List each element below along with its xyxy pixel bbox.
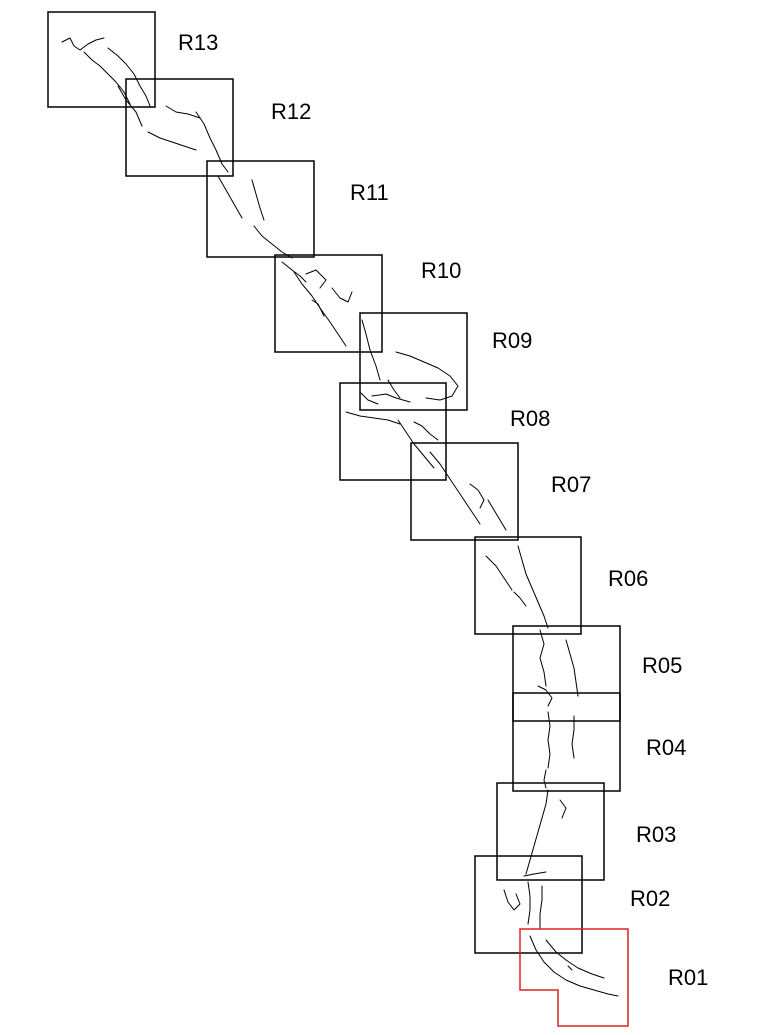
region-label-r13: R13 bbox=[178, 30, 218, 55]
crack-trace bbox=[517, 545, 549, 629]
region-label-r06: R06 bbox=[608, 566, 648, 591]
region-box-r10[interactable] bbox=[274, 254, 383, 353]
region-box-r03[interactable] bbox=[496, 782, 605, 881]
crack-trace bbox=[83, 51, 131, 105]
crack-trace bbox=[503, 889, 521, 911]
crack-trace bbox=[195, 111, 229, 173]
region-box-r12[interactable] bbox=[125, 78, 234, 177]
crack-trace bbox=[397, 419, 435, 469]
crack-trace bbox=[217, 175, 243, 219]
crack-trace bbox=[429, 451, 481, 525]
crack-trace bbox=[539, 885, 543, 929]
region-label-r10: R10 bbox=[421, 258, 461, 283]
crack-trace bbox=[387, 379, 401, 399]
region-label-r12: R12 bbox=[271, 99, 311, 124]
region-label-r08: R08 bbox=[510, 406, 550, 431]
crack-traces bbox=[61, 37, 619, 997]
crack-trace bbox=[147, 131, 197, 151]
region-box-r05[interactable] bbox=[512, 625, 621, 722]
region-box-r08[interactable] bbox=[339, 382, 447, 481]
region-boxes bbox=[47, 11, 629, 1027]
crack-trace bbox=[571, 715, 575, 759]
crack-trace bbox=[117, 85, 143, 127]
region-label-r11: R11 bbox=[350, 180, 389, 205]
crack-trace bbox=[395, 351, 459, 401]
crack-trace bbox=[513, 591, 527, 607]
crack-trace bbox=[413, 421, 439, 441]
region-box-r06[interactable] bbox=[474, 536, 582, 635]
region-box-r11[interactable] bbox=[206, 160, 315, 258]
crack-trace bbox=[527, 881, 531, 925]
crack-trace bbox=[487, 499, 507, 531]
crack-trace bbox=[107, 47, 151, 107]
crack-trace bbox=[567, 965, 573, 971]
region-box-r04[interactable] bbox=[512, 692, 621, 792]
crack-trace bbox=[311, 299, 325, 317]
region-box-r07[interactable] bbox=[410, 442, 519, 541]
region-box-r02[interactable] bbox=[474, 855, 583, 954]
crack-trace bbox=[165, 105, 201, 119]
crack-trace bbox=[523, 871, 547, 877]
crack-trace bbox=[253, 225, 293, 259]
crack-trace bbox=[543, 769, 547, 789]
region-label-r05: R05 bbox=[642, 653, 682, 678]
crack-trace bbox=[251, 179, 265, 221]
crack-trace bbox=[565, 639, 579, 697]
crack-trace bbox=[539, 629, 547, 687]
crack-trace bbox=[371, 393, 411, 403]
region-labels: R13 R12 R11 R10 R09 R08 R07 R06 R05 R04 … bbox=[178, 30, 708, 990]
crack-trace bbox=[469, 483, 485, 509]
crack-trace bbox=[525, 789, 549, 875]
crack-trace bbox=[345, 411, 401, 425]
crack-trace bbox=[547, 711, 551, 769]
crack-trace bbox=[485, 555, 513, 591]
region-box-r09[interactable] bbox=[359, 312, 468, 411]
crack-trace bbox=[331, 287, 353, 303]
region-box-r13[interactable] bbox=[47, 11, 156, 108]
crack-trace bbox=[529, 935, 619, 997]
crack-trace bbox=[281, 261, 307, 283]
region-label-r09: R09 bbox=[492, 328, 532, 353]
region-label-r07: R07 bbox=[551, 472, 591, 497]
region-label-r02: R02 bbox=[630, 886, 670, 911]
crack-trace bbox=[361, 319, 381, 381]
region-label-r01: R01 bbox=[668, 965, 708, 990]
crack-trace bbox=[305, 269, 327, 289]
crack-trace bbox=[61, 37, 105, 51]
region-label-r04: R04 bbox=[646, 735, 686, 760]
region-box-r01[interactable] bbox=[519, 928, 629, 1027]
crack-trace bbox=[537, 685, 553, 707]
crack-trace bbox=[359, 391, 379, 405]
crack-trace bbox=[545, 939, 605, 979]
crack-trace bbox=[559, 799, 567, 819]
region-label-r03: R03 bbox=[636, 822, 676, 847]
